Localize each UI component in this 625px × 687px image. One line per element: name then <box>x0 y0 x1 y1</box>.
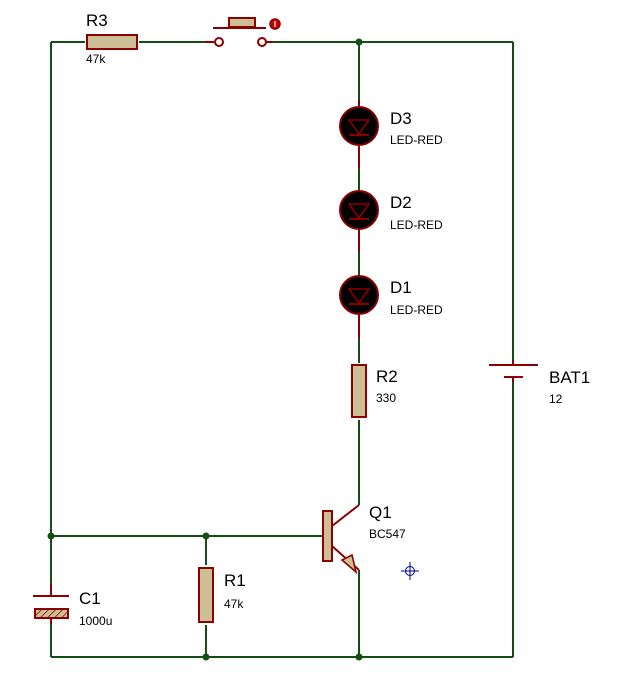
junction-r1-ground <box>202 653 210 661</box>
switch-contact-left <box>214 37 224 47</box>
led-d2[interactable]: D2 LED-RED <box>339 168 443 252</box>
q1-collector-lead <box>331 504 360 527</box>
push-button-switch[interactable] <box>205 17 281 47</box>
q1-value: BC547 <box>369 527 406 541</box>
junction-r1-base <box>202 532 210 540</box>
d3-value: LED-RED <box>390 133 443 147</box>
r3-value: 47k <box>86 52 106 66</box>
led-d1[interactable]: D1 LED-RED <box>339 252 443 363</box>
r2-body <box>351 364 367 418</box>
d1-ref: D1 <box>390 278 412 297</box>
resistor-r1[interactable]: R1 47k <box>198 567 246 623</box>
c1-plate-negative <box>34 608 69 619</box>
d1-body <box>339 275 379 315</box>
c1-value: 1000u <box>79 614 112 628</box>
resistor-r2[interactable]: R2 330 <box>351 364 398 418</box>
diode-triangle-icon <box>347 203 371 220</box>
r2-value: 330 <box>376 391 396 405</box>
q1-emitter-arrow-icon <box>340 553 358 575</box>
switch-button-cap <box>228 17 256 28</box>
bat1-ref: BAT1 <box>549 368 590 387</box>
diode-triangle-icon <box>347 288 371 305</box>
wires <box>50 41 514 658</box>
r3-body <box>86 34 138 50</box>
led-d3[interactable]: D3 LED-RED <box>339 100 443 168</box>
r1-value: 47k <box>224 597 244 611</box>
r3-ref: R3 <box>86 11 108 30</box>
diode-triangle-icon <box>347 119 371 136</box>
d3-body <box>339 106 379 146</box>
d1-value: LED-RED <box>390 303 443 317</box>
junction-left-base <box>47 532 55 540</box>
junction-top <box>355 38 363 46</box>
d3-ref: D3 <box>390 109 412 128</box>
r2-ref: R2 <box>376 367 398 386</box>
r1-body <box>198 567 214 623</box>
r1-ref: R1 <box>224 571 246 590</box>
d2-value: LED-RED <box>390 218 443 232</box>
q1-ref: Q1 <box>369 503 392 522</box>
d2-body <box>339 190 379 230</box>
q1-base-bar <box>322 510 333 562</box>
bat1-value: 12 <box>549 392 563 406</box>
capacitor-c1[interactable]: C1 1000u <box>33 584 112 628</box>
battery-bat1[interactable]: BAT1 12 <box>489 360 590 406</box>
resistor-r3[interactable]: R3 47k <box>86 11 138 66</box>
transistor-q1[interactable]: Q1 BC547 <box>322 503 406 575</box>
c1-ref: C1 <box>79 589 101 608</box>
d2-ref: D2 <box>390 193 412 212</box>
junction-emitter-ground <box>355 653 363 661</box>
crosshair-marker-icon <box>401 562 419 580</box>
junctions <box>47 38 363 661</box>
switch-contact-right <box>257 37 267 47</box>
